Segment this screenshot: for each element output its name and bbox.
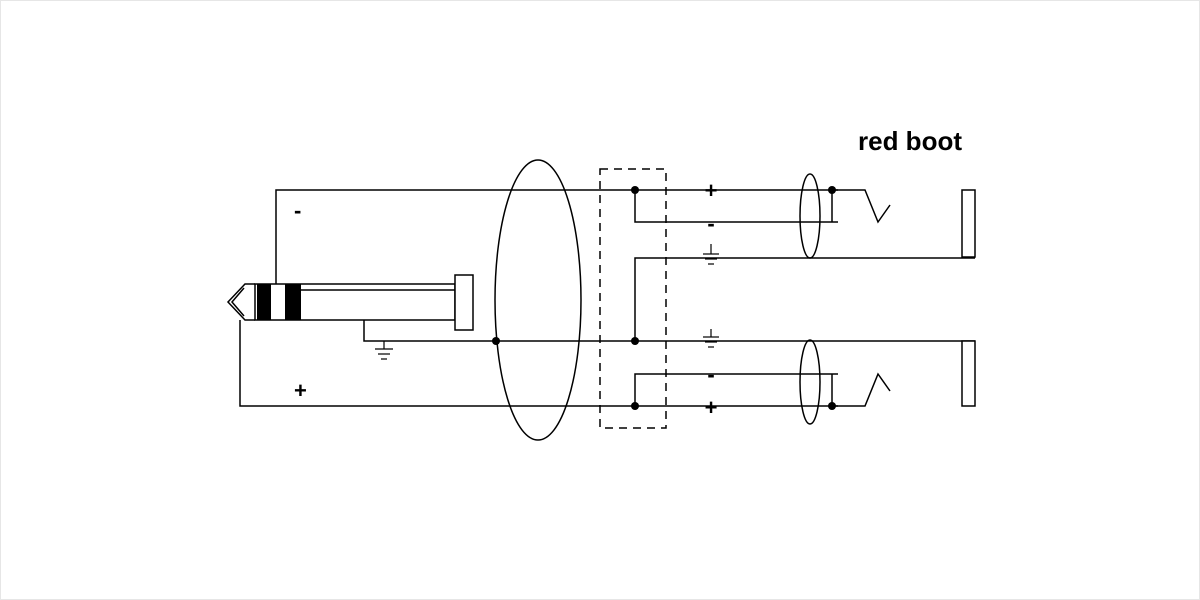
upper-plus-sign: + xyxy=(705,178,718,203)
plug-ring-band xyxy=(285,284,301,320)
lower-ground-icon xyxy=(703,329,719,348)
boot-color-label: red boot xyxy=(858,126,962,156)
shield-junction-dot xyxy=(492,337,500,345)
upper-minus-sign: - xyxy=(707,211,714,236)
upper-ground-wire xyxy=(634,257,975,341)
plug-collar xyxy=(454,274,474,331)
splitter-box xyxy=(599,168,667,429)
plug-tip-inner xyxy=(231,287,245,317)
upper-tip-contact xyxy=(832,189,891,224)
lower-minus-bridge xyxy=(634,373,838,406)
plug-tip-sign: + xyxy=(294,378,307,403)
ground-icon xyxy=(375,348,393,360)
upper-mono-plug xyxy=(961,189,976,258)
plug-ring-sign: - xyxy=(294,198,301,223)
upper-cable-shield xyxy=(799,173,821,259)
lower-mono-plug xyxy=(961,340,976,407)
minus-wire-top xyxy=(275,189,720,284)
lower-plus-sign: + xyxy=(705,395,718,420)
junction-dot-bottom xyxy=(631,402,639,410)
upper-ground-icon xyxy=(703,244,719,265)
plug-tip-band xyxy=(257,284,271,320)
cable-shield-ellipse xyxy=(494,159,582,441)
ground-wire xyxy=(363,320,720,342)
lower-tip-contact xyxy=(832,372,891,407)
upper-minus-bridge xyxy=(634,190,838,223)
plus-wire-bottom xyxy=(239,320,720,407)
junction-dot-top xyxy=(631,186,639,194)
trs-jack-plug xyxy=(226,274,474,331)
lower-minus-sign: - xyxy=(707,362,714,387)
lower-cable-shield xyxy=(799,339,821,425)
plug-tip-shape xyxy=(226,283,255,321)
junction-dot-mid xyxy=(631,337,639,345)
